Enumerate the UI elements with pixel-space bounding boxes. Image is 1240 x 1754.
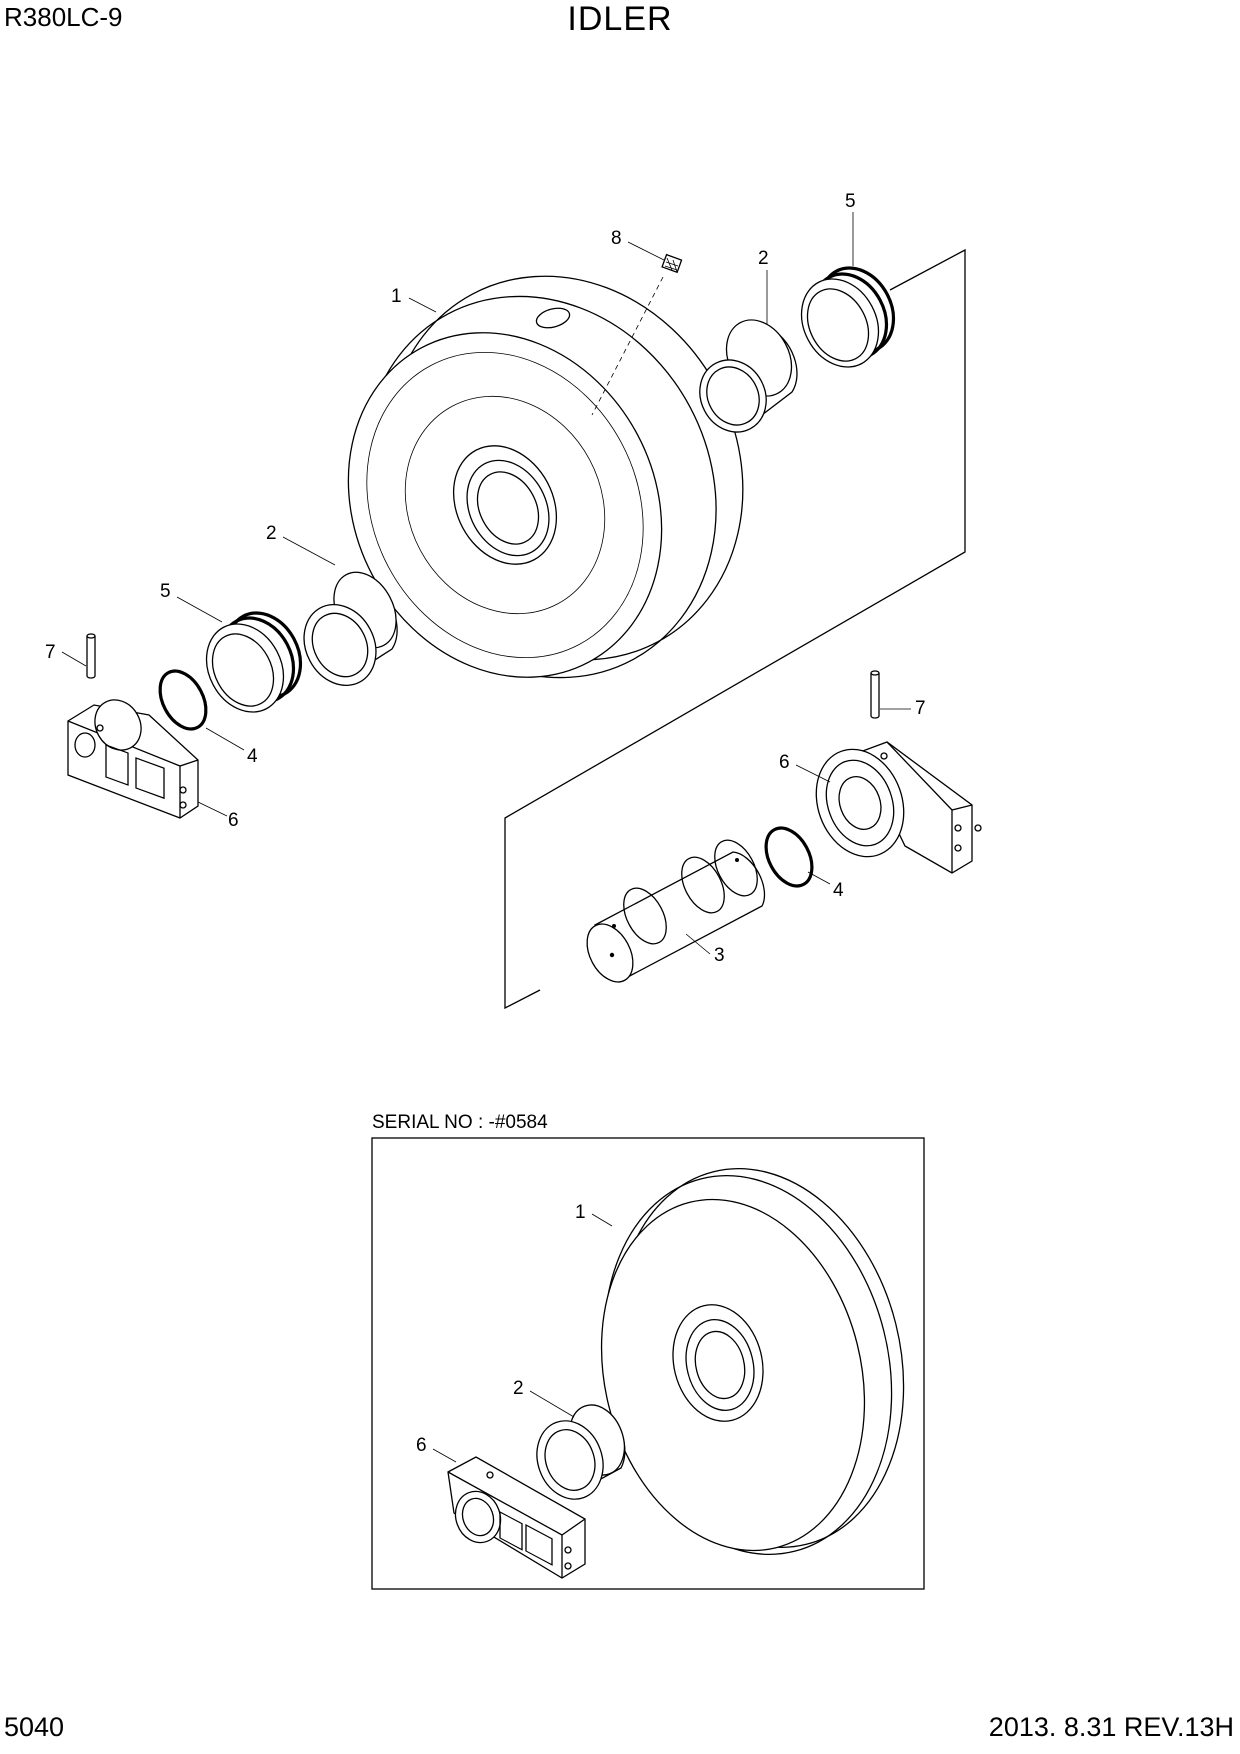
page-number: 5040 bbox=[4, 1712, 65, 1742]
callout-7-right: 7 bbox=[915, 698, 926, 719]
page-title: IDLER bbox=[567, 0, 673, 38]
callout-3: 3 bbox=[714, 945, 725, 966]
bracket-left bbox=[67, 699, 199, 819]
inset-bracket bbox=[447, 1456, 586, 1579]
inset-callout-6: 6 bbox=[416, 1435, 427, 1456]
callout-6-left: 6 bbox=[228, 810, 239, 831]
inset-bushing bbox=[536, 1404, 626, 1500]
bracket-right bbox=[815, 741, 982, 874]
callout-2-upper: 2 bbox=[758, 248, 769, 269]
callout-8: 8 bbox=[611, 228, 622, 249]
callout-4-left: 4 bbox=[247, 746, 258, 767]
inset-callout-1: 1 bbox=[575, 1202, 586, 1223]
idler-wheel bbox=[347, 275, 744, 679]
floating-seal-lower bbox=[205, 611, 303, 713]
inset-idler-wheel bbox=[600, 1167, 905, 1556]
callouts-inset: 1 2 6 bbox=[416, 1202, 613, 1463]
bushing-lower bbox=[303, 571, 398, 687]
bushing-upper bbox=[699, 319, 798, 433]
serial-number-label: SERIAL NO : -#0584 bbox=[372, 1112, 548, 1133]
callout-4-right: 4 bbox=[833, 880, 844, 901]
inset-frame bbox=[371, 1137, 925, 1590]
spring-pin-right bbox=[870, 670, 880, 719]
inset-callout-2: 2 bbox=[513, 1378, 524, 1399]
revision-date: 2013. 8.31 REV.13H bbox=[988, 1712, 1234, 1742]
callout-7-left: 7 bbox=[45, 642, 56, 663]
floating-seal-upper bbox=[800, 266, 896, 368]
spring-pin-left bbox=[86, 633, 96, 679]
plug bbox=[591, 253, 683, 416]
callouts-main: 1 2 2 3 4 4 5 5 6 6 7 7 8 bbox=[45, 191, 926, 966]
callout-5-upper: 5 bbox=[845, 191, 856, 212]
o-ring-right bbox=[764, 826, 814, 888]
o-ring-left bbox=[158, 669, 208, 731]
callout-5-lower: 5 bbox=[160, 581, 171, 602]
callout-6-right: 6 bbox=[779, 752, 790, 773]
section-plane bbox=[504, 248, 966, 1010]
idler-shaft bbox=[586, 839, 766, 983]
model-number: R380LC-9 bbox=[4, 2, 123, 32]
callout-1: 1 bbox=[391, 286, 402, 307]
callout-2-lower: 2 bbox=[266, 523, 277, 544]
